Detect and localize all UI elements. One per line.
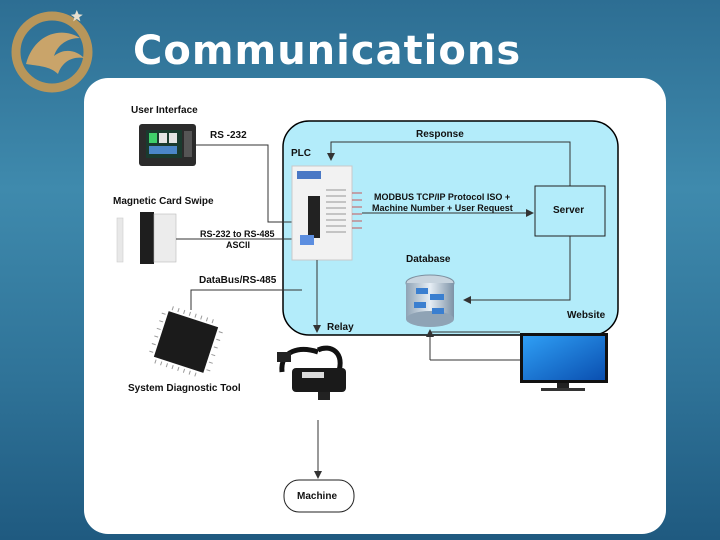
user-interface-device	[139, 124, 196, 166]
website-monitor-icon	[520, 333, 608, 391]
server-database-connector	[463, 236, 571, 304]
rs232-to-rs485-label-line1: RS-232 to RS-485	[200, 229, 275, 239]
website-label: Website	[567, 310, 606, 321]
response-label: Response	[416, 129, 464, 140]
machine-label: Machine	[297, 491, 337, 502]
relay-label: Relay	[327, 322, 354, 333]
databus-connector	[190, 289, 302, 310]
ucf-pegasus-logo	[11, 10, 93, 93]
rs232-label: RS -232	[210, 130, 247, 141]
relay-device	[277, 345, 346, 400]
slide-title: Communications	[133, 28, 522, 74]
databus-label: DataBus/RS-485	[199, 275, 277, 286]
machine-box	[283, 479, 355, 513]
server-label: Server	[553, 205, 584, 216]
magnetic-card-swipe-label: Magnetic Card Swipe	[113, 196, 214, 207]
rs232-to-rs485-label-line2: ASCII	[226, 240, 250, 250]
system-diagnostic-tool-label: System Diagnostic Tool	[128, 383, 241, 394]
modbus-label-line2: Machine Number + User Request	[372, 203, 513, 213]
system-diagnostic-tool-device	[149, 306, 223, 377]
modbus-label-line1: MODBUS TCP/IP Protocol ISO +	[374, 192, 510, 202]
plc-region	[282, 120, 619, 336]
database-icon	[405, 274, 455, 327]
plc-label: PLC	[291, 148, 311, 159]
rs232-connector	[196, 144, 305, 226]
database-label: Database	[406, 254, 451, 265]
response-connector	[327, 141, 571, 186]
plc-device	[291, 165, 362, 261]
user-interface-label: User Interface	[131, 105, 198, 116]
magnetic-card-swipe-device	[116, 212, 177, 264]
